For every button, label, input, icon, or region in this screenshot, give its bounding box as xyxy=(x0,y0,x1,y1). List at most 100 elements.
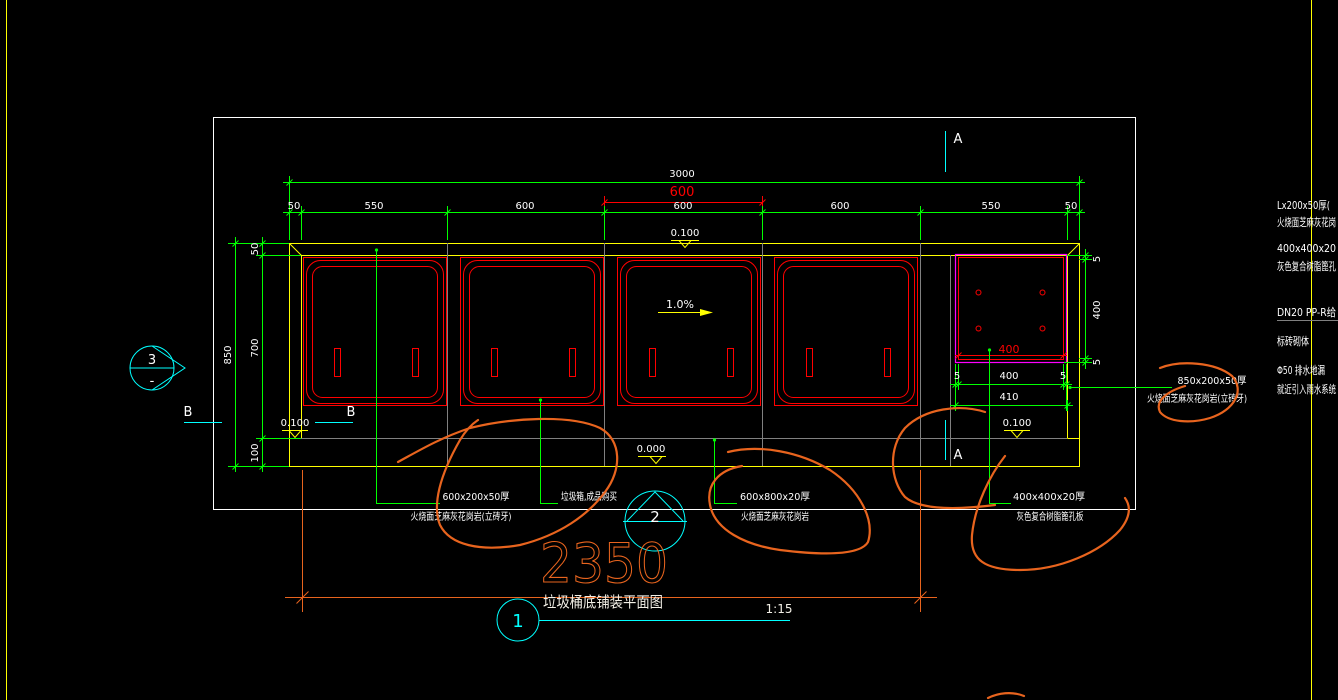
callout-side-curb: 850x200x50厚 火烧面芝麻灰花岗岩(立砖牙) xyxy=(1147,375,1247,405)
dim-grate-text: 400 xyxy=(999,371,1018,382)
dim-left-ticks xyxy=(232,240,266,470)
slope-text: 1.0% xyxy=(666,298,694,311)
bin-inner-rim xyxy=(783,266,909,398)
markup-annotations xyxy=(396,362,1239,700)
leader-dot xyxy=(987,348,992,352)
marker-number: 3 xyxy=(148,353,156,368)
dim-grate-text: 5 xyxy=(1060,371,1066,382)
section-label: A xyxy=(954,448,963,463)
grate-outer xyxy=(954,253,1068,364)
elevation-top-text: 0.100 xyxy=(671,228,700,239)
section-label: B xyxy=(184,405,193,420)
section-mark-a: A A xyxy=(945,131,963,463)
elevation-right: 0.100 xyxy=(1003,418,1031,439)
dim-overall-ticks xyxy=(286,179,1083,186)
markup-circle-curb-callout xyxy=(396,417,619,549)
paving-outer-edge xyxy=(289,243,1080,467)
marker-sheet: - xyxy=(150,374,155,389)
leader-line-bin xyxy=(540,400,558,504)
bin-2 xyxy=(460,257,604,406)
paving-inner-edge xyxy=(289,243,1080,439)
markup-circle-grate-callout xyxy=(970,454,1130,572)
dim-segments-ticks xyxy=(286,209,1083,216)
drawing-title: 1 垃圾桶底铺装平面图 1:15 xyxy=(496,593,793,642)
dim-bottom-total-text: 2350 xyxy=(540,532,668,595)
callout-bin: 垃圾箱,成品购买 xyxy=(561,490,617,503)
dim-left-lines xyxy=(228,237,301,472)
marker-arrow xyxy=(130,345,186,391)
callout-spec: 600x800x20厚 xyxy=(740,491,810,503)
elevation-left-text: 0.100 xyxy=(281,418,310,429)
drain-grate xyxy=(954,253,1068,364)
dim-grate-red-ticks xyxy=(955,352,1067,359)
grate-hole xyxy=(975,289,982,296)
callout-spec: 600x200x50厚 xyxy=(443,491,510,503)
side-note: 灰色复合树脂篦孔 xyxy=(1277,259,1336,273)
bin-4 xyxy=(774,257,918,406)
callout-spec: 850x200x50厚 xyxy=(1178,375,1247,387)
dim-left-text: 100 xyxy=(250,443,261,462)
side-note: 标砖砌体 xyxy=(1277,334,1309,348)
bin-outer-rim xyxy=(777,260,915,404)
dim-bottom-ticks xyxy=(296,591,927,604)
side-note: Φ50 排水地漏 xyxy=(1277,363,1325,377)
leader-lines xyxy=(374,248,1172,504)
dim-bottom-total: 2350 xyxy=(285,470,937,612)
dim-left-text: 50 xyxy=(250,243,261,256)
dim-grate: 400 5 400 5 410 xyxy=(950,343,1073,411)
callout-paving: 600x800x20厚 火烧面芝麻灰花岗岩 xyxy=(740,491,810,523)
section-mark-b: B B xyxy=(184,405,355,423)
elevation-top: 0.100 xyxy=(671,228,700,249)
callout-material: 灰色复合树脂篦孔板 xyxy=(1017,510,1084,523)
bin-outer-rim xyxy=(620,260,758,404)
bin-slot xyxy=(412,348,419,377)
dim-left-vertical: 50 700 100 850 xyxy=(223,237,301,472)
bin-slot xyxy=(334,348,341,377)
leader-dot xyxy=(712,438,717,442)
dim-segment-text: 600 xyxy=(830,201,849,212)
dim-segment-text: 600 xyxy=(515,201,534,212)
grate-inner xyxy=(958,257,1064,360)
dim-grate-ticks xyxy=(952,381,1071,409)
markup-circle-paving-callout xyxy=(708,447,871,555)
dim-right-text: 5 xyxy=(1092,359,1103,365)
bin-slot xyxy=(884,348,891,377)
side-note: 火烧面芝麻灰花岗 xyxy=(1277,215,1336,229)
bin-outer-rim xyxy=(463,260,601,404)
marker-arrow xyxy=(623,491,687,522)
side-note: 400x400x20 xyxy=(1277,242,1336,255)
dim-segment-text: 50 xyxy=(1065,201,1078,212)
grate-hole xyxy=(1039,325,1046,332)
dim-grate-text: 5 xyxy=(954,371,960,382)
drawing-title-text: 垃圾桶底铺装平面图 xyxy=(543,593,663,611)
bin-slot xyxy=(491,348,498,377)
markup-arc-section-a xyxy=(891,407,997,510)
bin-frame xyxy=(774,257,918,406)
bay-divider-lines xyxy=(447,243,951,466)
drawing-scale-text: 1:15 xyxy=(766,602,793,616)
section-marker-3: 3 - xyxy=(129,345,186,391)
callout-curb: 600x200x50厚 火烧面芝麻灰花岗岩(立砖牙) xyxy=(411,491,512,523)
elevation-top-marker xyxy=(671,240,699,249)
plan-viewport-outline xyxy=(213,117,1136,510)
dim-right-text: 400 xyxy=(1092,300,1103,319)
bin-slot xyxy=(806,348,813,377)
bin-slot xyxy=(727,348,734,377)
dim-highlight-text: 600 xyxy=(670,185,695,200)
markup-stroke-fragment xyxy=(986,692,1026,700)
marker-number: 2 xyxy=(650,508,660,526)
bin-slot xyxy=(569,348,576,377)
bin-outer-rim xyxy=(306,260,444,404)
callout-spec: 垃圾箱,成品购买 xyxy=(561,490,617,503)
bin-3 xyxy=(617,257,761,406)
leader-line-curb xyxy=(376,250,440,504)
leader-dot xyxy=(374,248,379,252)
dim-right-vertical: 5 400 5 xyxy=(1064,249,1103,369)
elevation-right-marker xyxy=(1004,430,1030,439)
dim-segments-line xyxy=(283,206,1085,240)
dim-right-lines xyxy=(1064,249,1092,369)
elevation-floor-marker xyxy=(638,456,666,465)
elevation-left-marker xyxy=(282,430,308,439)
